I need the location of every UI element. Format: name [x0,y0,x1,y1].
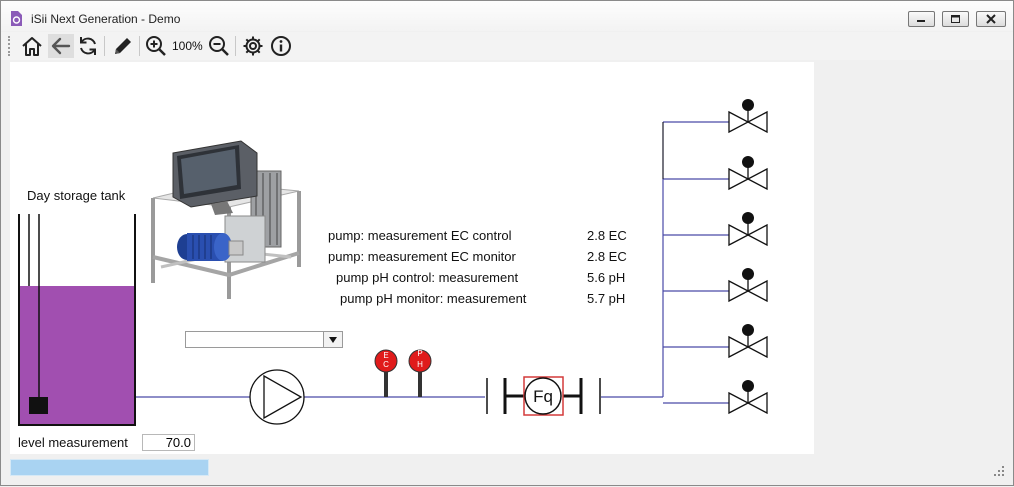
valve-2[interactable] [728,156,768,191]
flow-meter[interactable]: Fq [486,376,601,416]
ec-tag-top: E [383,351,388,360]
selection-dropdown[interactable] [185,331,343,348]
ec-sensor[interactable]: E C [374,349,398,397]
dosing-unit-image[interactable] [151,140,301,299]
restore-icon [951,15,960,23]
toolbar-separator [139,36,140,56]
valve-6[interactable] [728,380,768,415]
chevron-down-icon[interactable] [323,332,342,347]
reading-value: 5.7 pH [587,291,626,306]
ph-tag-top: P [417,349,422,358]
app-logo-icon [11,11,22,26]
refresh-button[interactable] [76,34,100,58]
level-label: level measurement [18,435,128,450]
zoom-out-button[interactable] [207,34,231,58]
resize-grip-icon[interactable] [994,466,1004,476]
tank-title: Day storage tank [27,188,126,203]
toolbar-separator [235,36,236,56]
settings-button[interactable] [241,34,265,58]
toolbar [1,32,1013,60]
minimize-button[interactable] [908,11,935,27]
zoom-in-button[interactable] [144,34,168,58]
back-arrow-icon [51,37,71,55]
zoom-out-icon [209,36,229,56]
valve-4[interactable] [728,268,768,303]
toolbar-grip[interactable] [8,36,12,56]
valve-group [728,99,768,415]
back-button[interactable] [48,34,74,58]
reading-label: pump: measurement EC control [328,228,512,243]
ph-tag-bottom: H [417,360,423,369]
reading-value: 2.8 EC [587,249,627,264]
close-button[interactable] [976,11,1006,27]
level-float [29,397,48,414]
reading-value: 5.6 pH [587,270,626,285]
home-icon [22,37,42,56]
pump-symbol[interactable] [249,369,305,425]
progress-bar [10,459,209,476]
ph-sensor[interactable]: P H [408,349,432,397]
day-storage-tank[interactable] [18,214,136,426]
valve-3[interactable] [728,212,768,247]
minimize-icon [917,20,925,22]
dropdown-value [186,334,189,348]
valve-1[interactable] [728,99,768,134]
flow-tag: Fq [533,387,553,406]
reading-label: pump pH monitor: measurement [340,291,527,306]
title-bar[interactable]: iSii Next Generation - Demo [1,1,1013,31]
valve-5[interactable] [728,324,768,359]
branch-pipes [663,121,729,404]
home-button[interactable] [20,34,44,58]
gear-icon [243,36,263,56]
reading-label: pump pH control: measurement [336,270,519,285]
zoom-in-icon [146,36,166,56]
toolbar-separator [104,36,105,56]
process-canvas [10,62,814,454]
info-icon [271,36,291,56]
window-title: iSii Next Generation - Demo [31,12,181,26]
tank-wall [18,214,136,426]
reading-value: 2.8 EC [587,228,627,243]
refresh-icon [80,37,96,55]
zoom-level: 100% [172,39,203,53]
level-value: 70.0 [142,434,195,451]
ec-tag-bottom: C [383,360,389,369]
maximize-button[interactable] [942,11,969,27]
info-button[interactable] [269,34,293,58]
edit-button[interactable] [111,34,135,58]
pencil-icon [115,38,131,54]
close-icon [986,14,996,24]
reading-label: pump: measurement EC monitor [328,249,516,264]
